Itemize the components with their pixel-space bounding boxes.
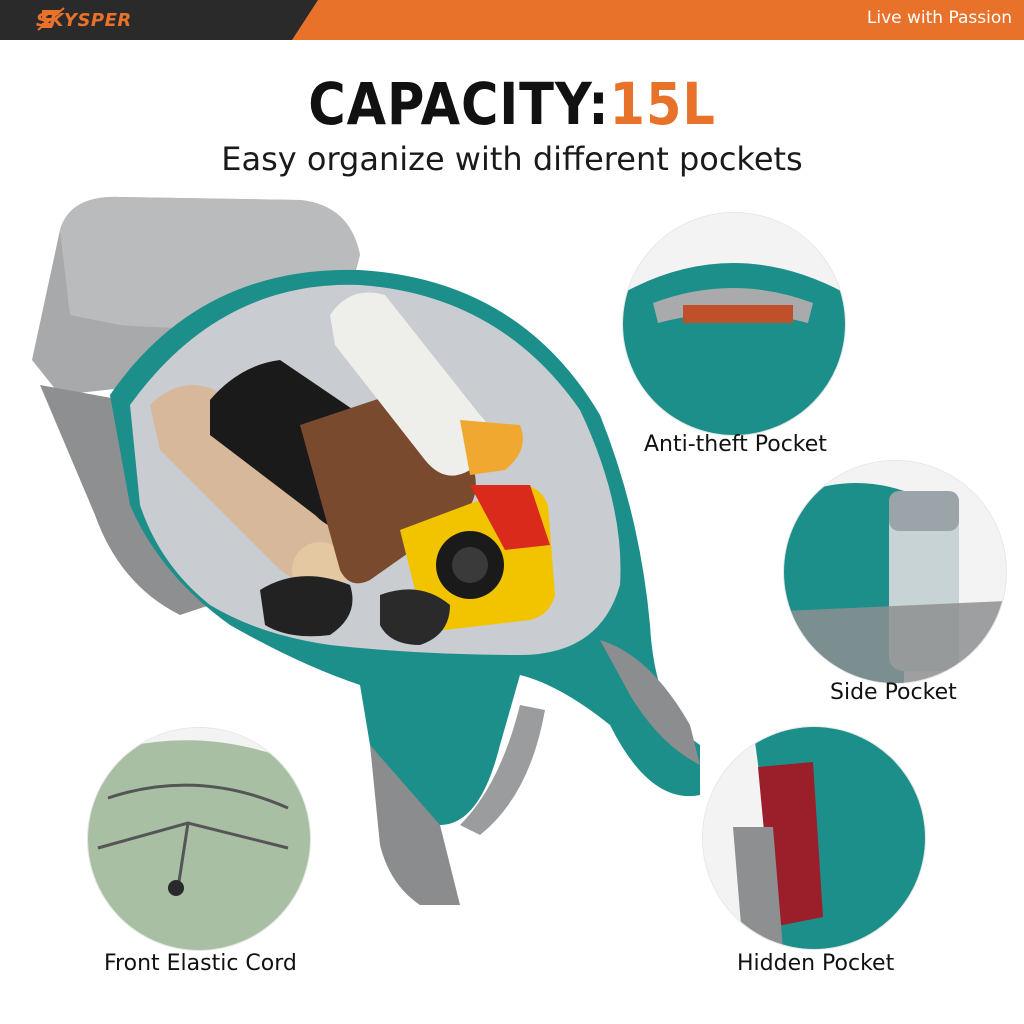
brand-logo-icon [37,7,65,31]
umbrella [150,385,345,583]
sunscreen-bottle [330,292,490,476]
front-elastic-cord-icon [88,728,310,950]
anti-theft-pocket-label: Anti-theft Pocket [644,432,827,457]
side-pocket-icon [784,461,1006,683]
open-backpack-image [32,196,700,905]
banner-background [0,0,1024,40]
side-pocket-label: Side Pocket [830,680,957,705]
brand-logo: SKYSPER [36,6,132,34]
side-pocket-closeup [783,460,1007,684]
hidden-pocket-icon [703,727,925,949]
brand-name: SKYSPER [36,9,132,31]
hidden-pocket-label: Hidden Pocket [737,951,895,976]
anti-theft-pocket-closeup [622,212,846,436]
top-banner: SKYSPER Live with Passion [0,0,1024,40]
anti-theft-pocket-icon [623,213,845,435]
subtitle: Easy organize with different pockets [221,140,803,178]
capacity-label: CAPACITY: [308,70,610,138]
front-elastic-cord-label: Front Elastic Cord [104,951,297,976]
capacity-value: 15L [609,70,716,138]
tagline: Live with Passion [866,8,1012,28]
capacity-headline: CAPACITY:15L [61,70,962,138]
sunglasses [260,576,353,637]
front-elastic-cord-closeup [87,727,311,951]
hidden-pocket-closeup [702,726,926,950]
